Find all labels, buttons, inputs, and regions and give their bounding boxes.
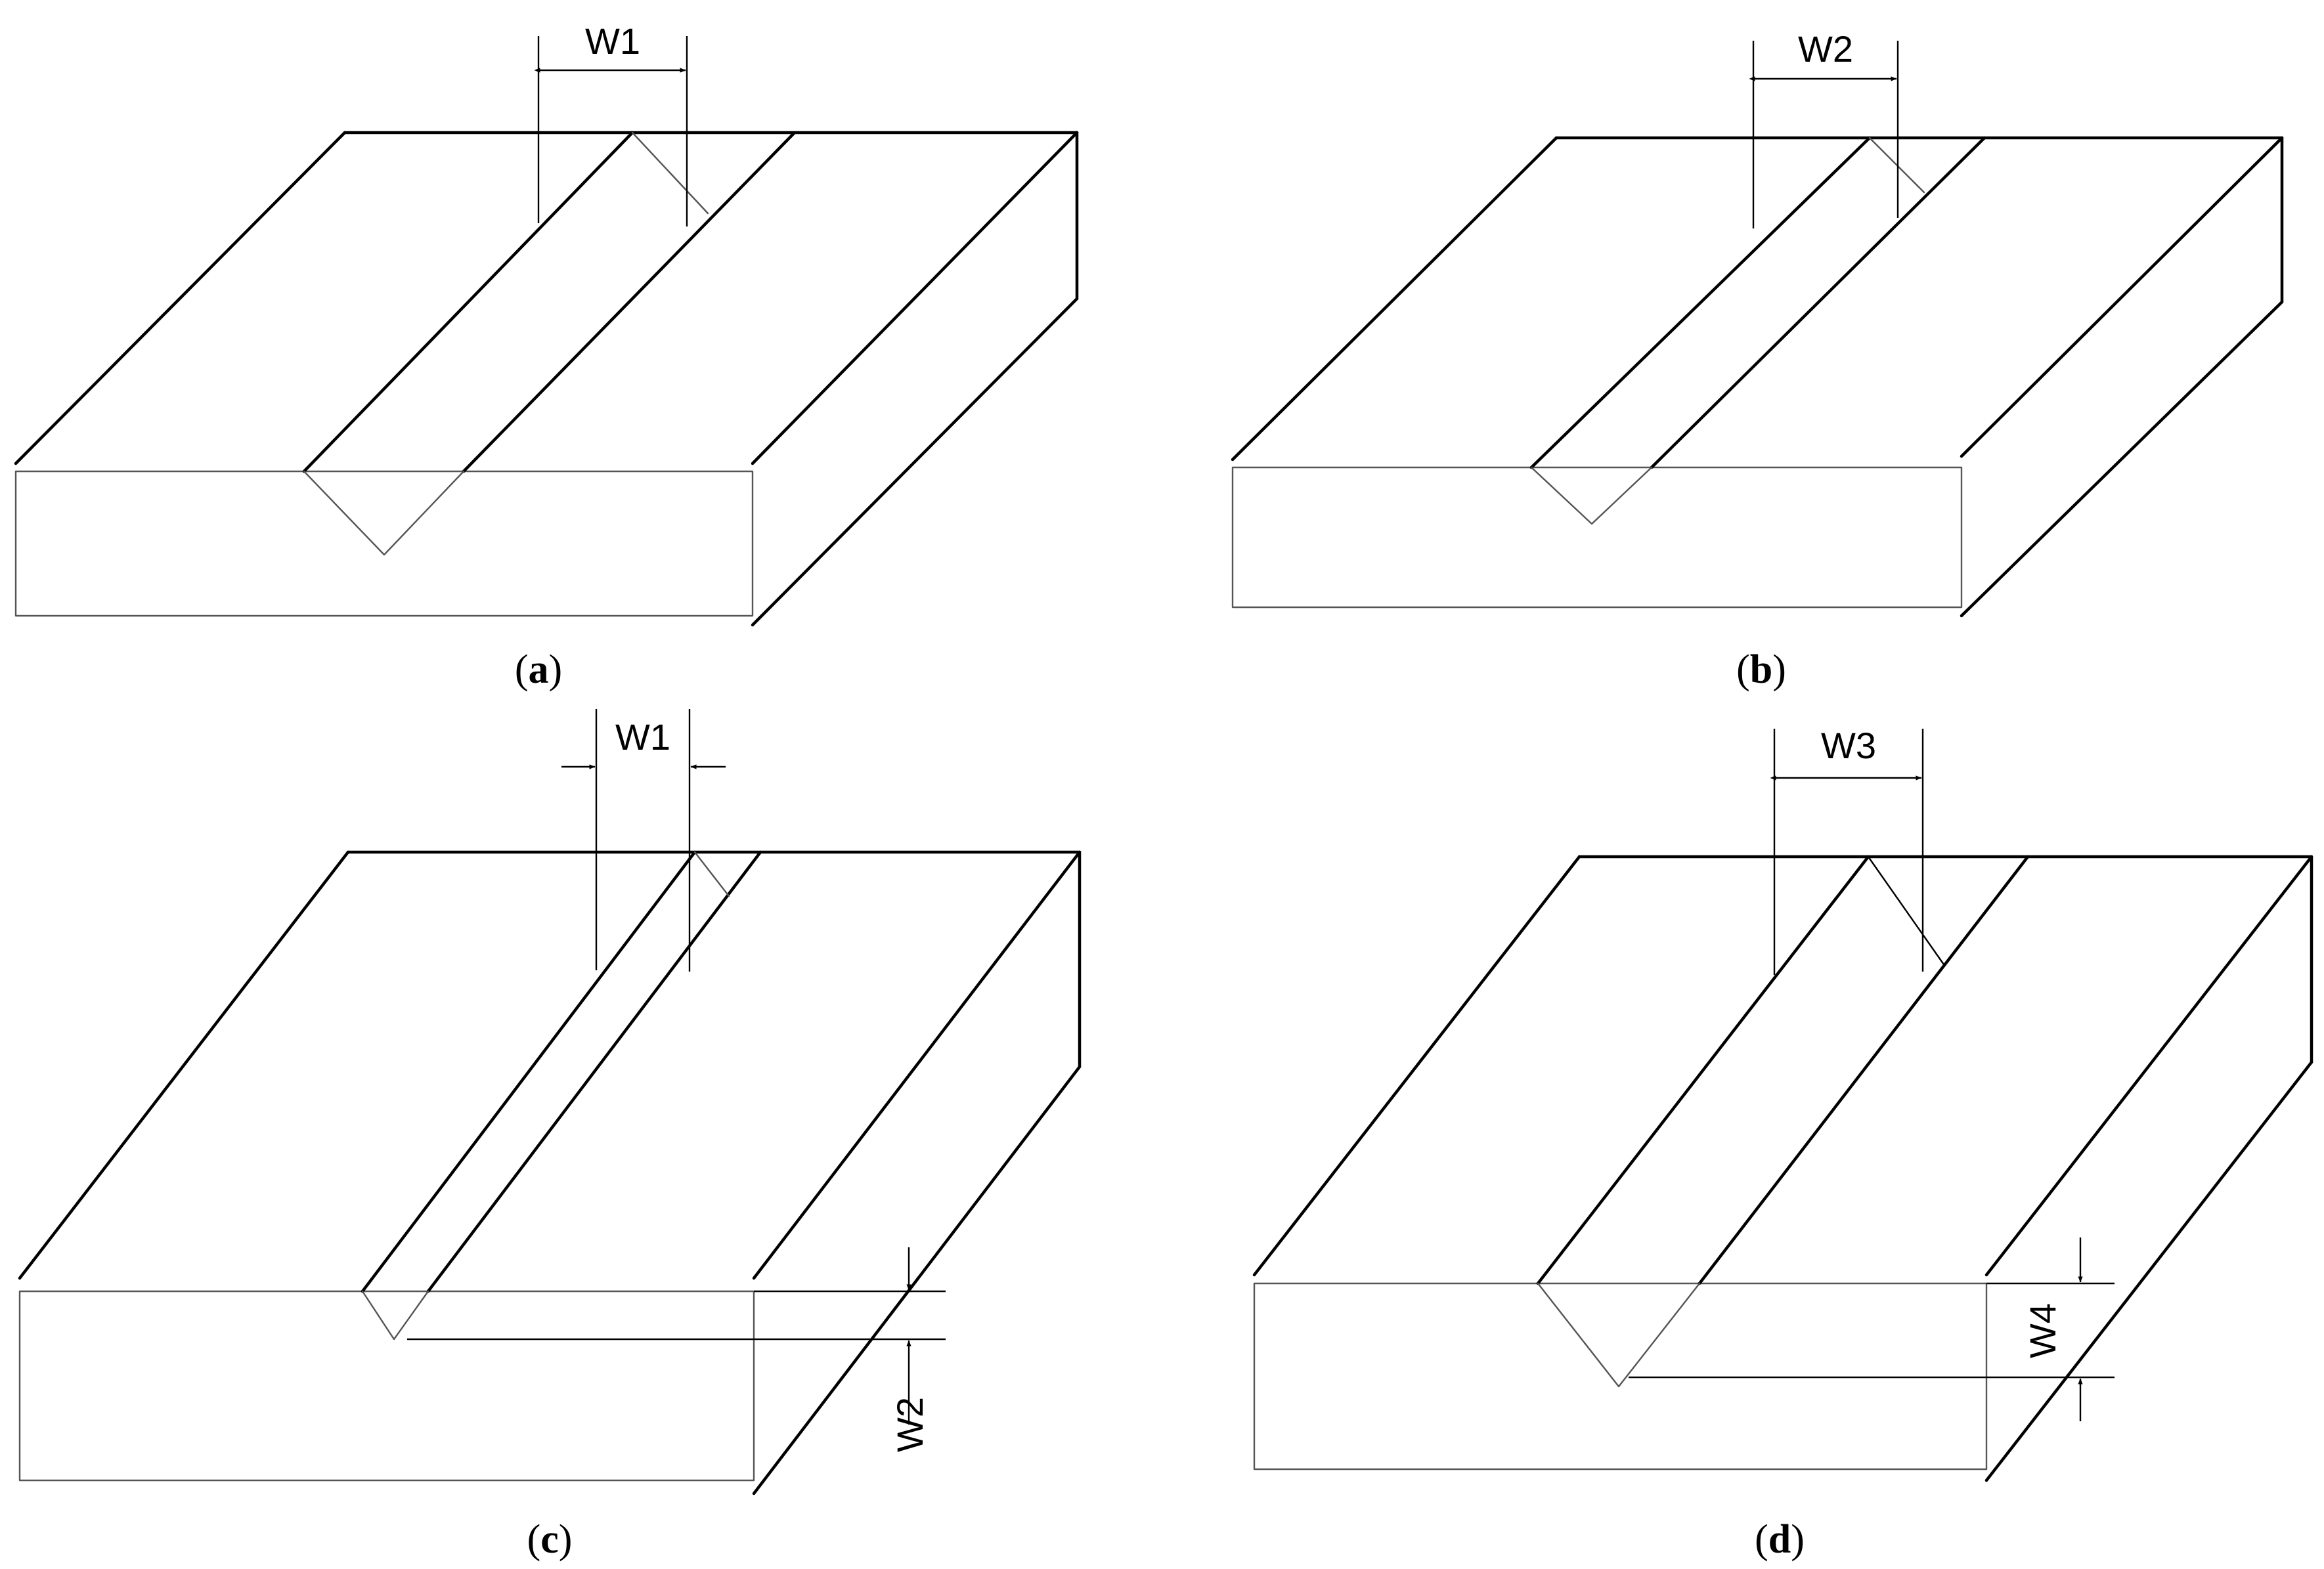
dimension-w3-d: W3 [1770, 725, 1924, 975]
groove-profile-d [1537, 1282, 1701, 1388]
panel-c: W1 W2 (c) [18, 709, 1082, 1562]
groove-left-edge-b [1529, 136, 1872, 469]
front-face-c [18, 1290, 755, 1482]
dim-label-d-w4: W4 [2022, 1303, 2063, 1358]
right-top-edge-c [752, 850, 1082, 1280]
groove-left-edge-a [302, 131, 634, 473]
dimension-w2-b: W2 [1749, 28, 1899, 228]
dim-label-b: W2 [1798, 28, 1853, 70]
caption-b: (b) [1736, 647, 1786, 692]
right-bottom-edge-b [1960, 300, 2284, 618]
caption-a: (a) [515, 647, 562, 692]
panel-a: W1 (a) [14, 20, 1079, 692]
right-top-edge-d [1984, 855, 2313, 1277]
groove-right-edge-c [426, 850, 762, 1293]
dim-label-c-w2: W2 [889, 1397, 931, 1452]
dim-label-c-w1: W1 [615, 716, 670, 758]
groove-right-edge-d [1698, 855, 2030, 1285]
block-a [14, 131, 1079, 627]
groove-profile-b [1530, 466, 1653, 525]
groove-profile-c [361, 1290, 429, 1341]
dimension-w1-a: W1 [534, 20, 688, 226]
dimension-w4-d: W4 [1629, 1237, 2115, 1421]
block-b [1231, 136, 2284, 618]
groove-left-edge-d [1536, 855, 1870, 1285]
dimension-w1-c: W1 [561, 709, 726, 972]
front-face-b [1231, 466, 1963, 609]
dim-label-d-w3: W3 [1821, 725, 1876, 766]
left-edge-a [14, 131, 347, 465]
groove-back-profile-b [1868, 137, 1925, 194]
right-top-edge-b [1960, 136, 2284, 458]
front-face-a [14, 470, 754, 617]
right-top-edge-a [751, 131, 1079, 465]
block-d [1252, 855, 2313, 1482]
groove-profile-a [303, 470, 465, 556]
groove-right-edge-b [1650, 136, 1986, 469]
dim-label-a: W1 [585, 20, 640, 62]
groove-back-profile-d [1868, 856, 1946, 967]
groove-back-profile-a [631, 131, 709, 215]
right-bottom-edge-c [752, 1065, 1082, 1495]
caption-c: (c) [527, 1517, 573, 1562]
left-edge-b [1231, 136, 1558, 462]
front-face-d [1253, 1282, 1988, 1471]
dimension-w2-c: W2 [407, 1247, 946, 1452]
groove-back-profile-c [693, 851, 730, 897]
groove-right-edge-a [462, 131, 797, 473]
panel-d: W3 W4 (d) [1252, 725, 2313, 1562]
right-bottom-edge-a [751, 297, 1079, 627]
block-c [18, 850, 1082, 1495]
left-edge-c [18, 850, 350, 1280]
groove-left-edge-c [361, 850, 697, 1293]
left-edge-d [1252, 855, 1581, 1277]
caption-d: (d) [1755, 1517, 1805, 1562]
right-bottom-edge-d [1984, 1060, 2313, 1482]
panel-b: W2 (b) [1231, 28, 2284, 692]
